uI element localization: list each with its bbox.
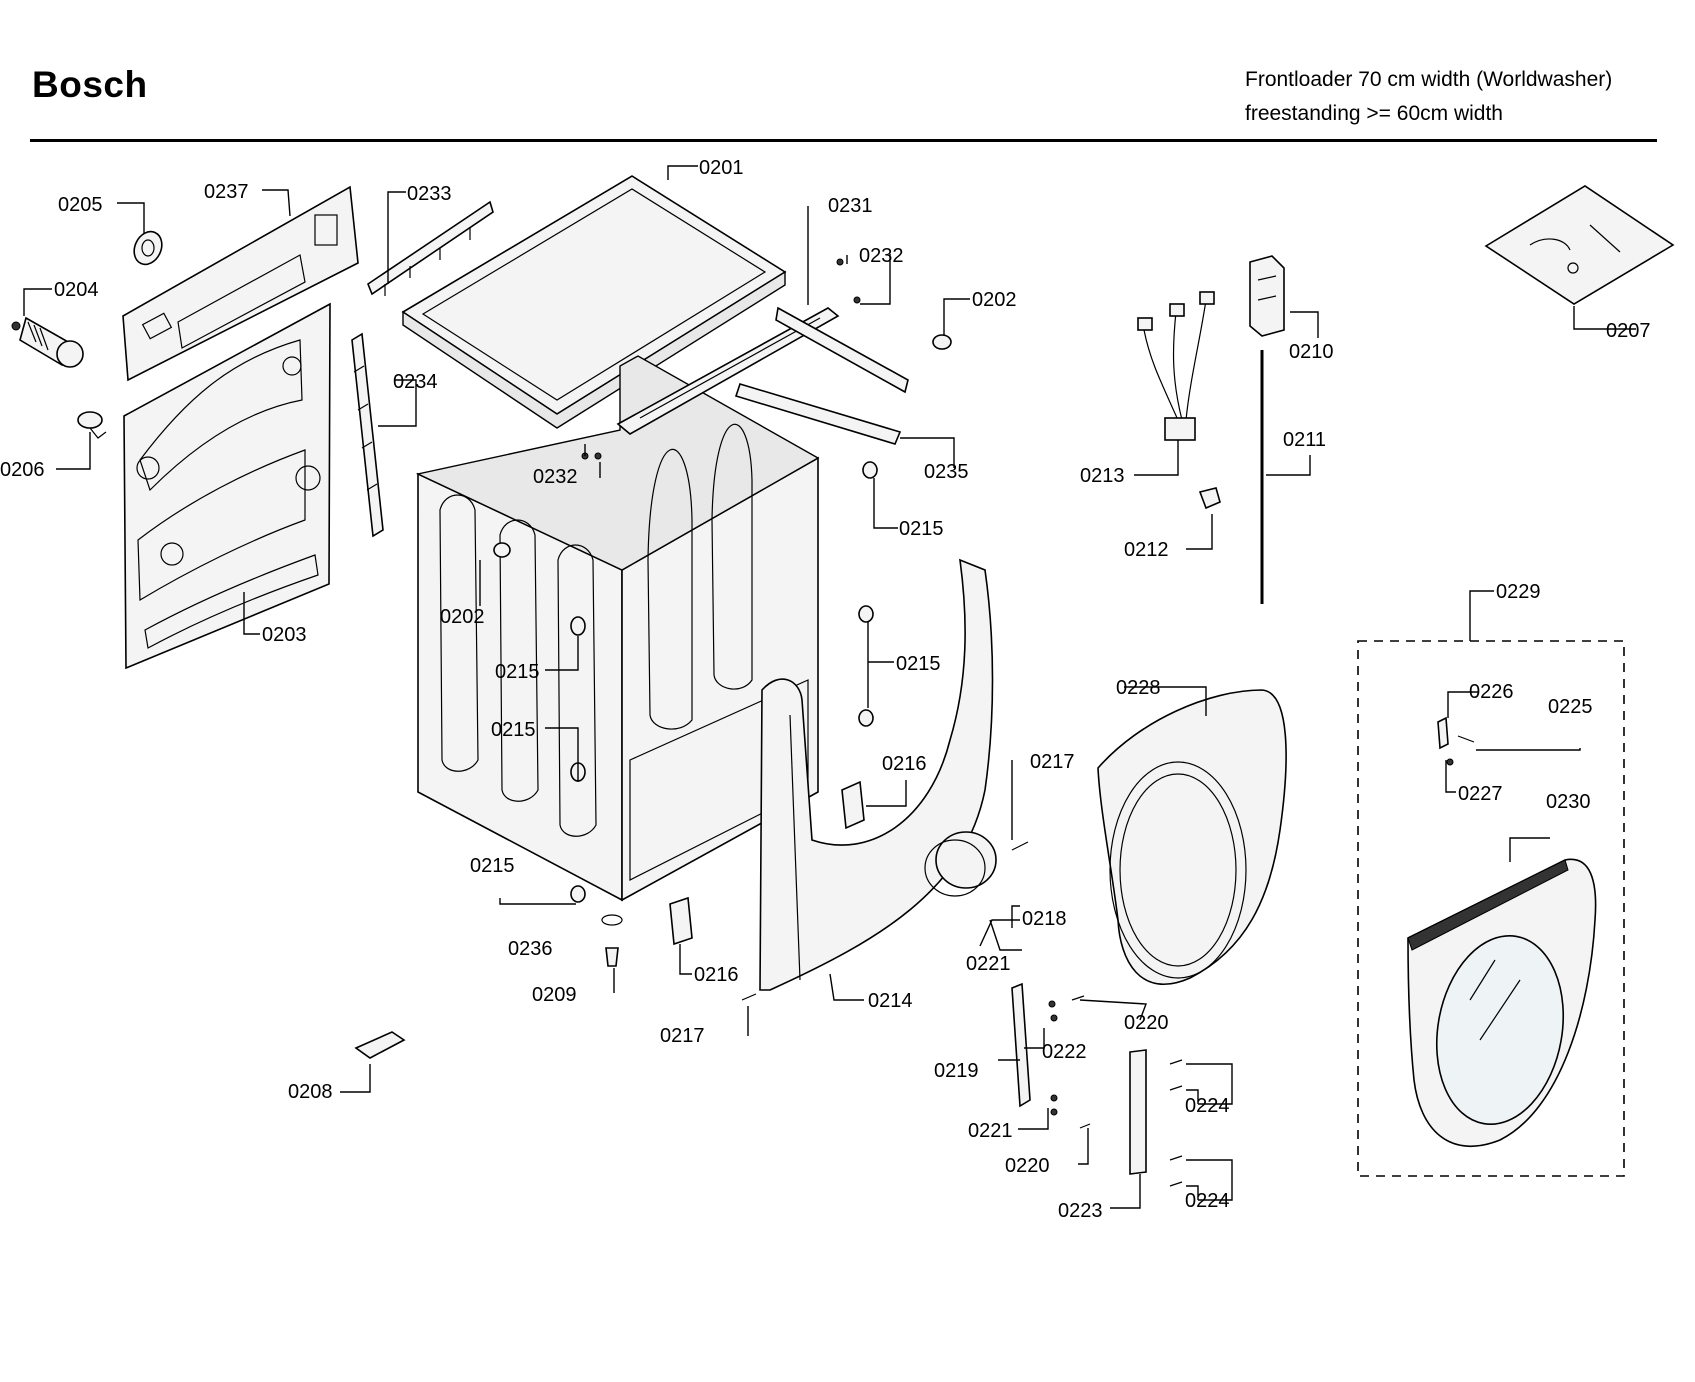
part-0217-a-label: 0217 [1030, 751, 1075, 773]
part-0202-b-label: 0202 [440, 606, 485, 628]
part-0230-label: 0230 [1546, 791, 1591, 813]
part-0232-b-label: 0232 [533, 466, 578, 488]
part-0220-a-label: 0220 [1124, 1012, 1169, 1034]
part-0227-label: 0227 [1458, 783, 1503, 805]
part-0228-label: 0228 [1116, 677, 1161, 699]
part-0236-label: 0236 [508, 938, 553, 960]
part-0212-label: 0212 [1124, 539, 1169, 561]
part-0209-label: 0209 [532, 984, 577, 1006]
door-drawing [1407, 858, 1597, 1148]
part-0215-c-label: 0215 [491, 719, 536, 741]
plate-drawing [354, 1031, 406, 1059]
part-0216-b-label: 0216 [694, 964, 739, 986]
part-0213-label: 0213 [1080, 465, 1125, 487]
part-0222-label: 0222 [1042, 1041, 1087, 1063]
part-0215-d-label: 0215 [896, 653, 941, 675]
part-0206-label: 0206 [0, 459, 45, 481]
part-0207-label: 0207 [1606, 320, 1651, 342]
part-0237-label: 0237 [204, 181, 249, 203]
bracket-0233-drawing [367, 200, 494, 296]
header-divider [30, 139, 1657, 142]
side-strip-drawing [351, 332, 384, 538]
switch-drawing [1249, 255, 1285, 337]
part-0202-a-label: 0202 [972, 289, 1017, 311]
part-0223-label: 0223 [1058, 1200, 1103, 1222]
part-0208-label: 0208 [288, 1081, 333, 1103]
clip-drawing [1198, 487, 1221, 510]
model-description-line-1: Frontloader 70 cm width (Worldwasher) [1245, 68, 1613, 91]
part-0215-a-label: 0215 [899, 518, 944, 540]
part-0219-label: 0219 [934, 1060, 979, 1082]
part-0229-label: 0229 [1496, 581, 1541, 603]
part-0211-label: 0211 [1283, 429, 1326, 451]
part-0220-b-label: 0220 [1005, 1155, 1050, 1177]
part-number-labels: 0201 0231 0205 0237 0233 0232 0202 0204 … [0, 157, 1651, 1222]
cover-plate-drawing [401, 175, 787, 429]
foot-drawing [77, 411, 107, 439]
part-0204-label: 0204 [54, 279, 99, 301]
part-0203-label: 0203 [262, 624, 307, 646]
door-assembly-dashed-box [1357, 640, 1625, 1177]
part-0233-label: 0233 [407, 183, 452, 205]
door-frame-ring-drawing [1097, 689, 1287, 985]
part-0215-e-label: 0215 [470, 855, 515, 877]
part-0221-a-label: 0221 [966, 953, 1011, 975]
part-0224-a-label: 0224 [1185, 1095, 1230, 1117]
part-0215-b-label: 0215 [495, 661, 540, 683]
part-0234-label: 0234 [393, 371, 438, 393]
leader-lines [23, 165, 1636, 1209]
pump-drawing [11, 316, 84, 368]
part-0232-a-label: 0232 [859, 245, 904, 267]
rear-top-panel-drawing [122, 185, 359, 382]
part-0225-label: 0225 [1548, 696, 1593, 718]
part-0210-label: 0210 [1289, 341, 1334, 363]
part-0231-label: 0231 [828, 195, 873, 217]
bracket-0216-drawings [669, 780, 865, 946]
model-description-line-2: freestanding >= 60cm width [1245, 102, 1503, 125]
cap-drawing [133, 230, 163, 266]
front-panel-drawing [759, 558, 997, 991]
part-0201-label: 0201 [699, 157, 744, 179]
cabinet-housing-drawing [415, 355, 820, 902]
part-0235-label: 0235 [924, 461, 969, 483]
part-0217-b-label: 0217 [660, 1025, 705, 1047]
part-0205-label: 0205 [58, 194, 103, 216]
part-0226-label: 0226 [1469, 681, 1514, 703]
part-0224-b-label: 0224 [1185, 1190, 1230, 1212]
wiring-harness-drawing [1137, 291, 1215, 441]
part-0218-label: 0218 [1022, 908, 1067, 930]
part-0214-label: 0214 [868, 990, 913, 1012]
rear-panel-drawing [123, 302, 331, 670]
rail-0231-drawing [616, 307, 840, 435]
part-0216-a-label: 0216 [882, 753, 927, 775]
accessory-bag-drawing [1484, 185, 1675, 305]
lock-strip-drawing [1129, 1049, 1147, 1175]
part-0221-b-label: 0221 [968, 1120, 1013, 1142]
rail-0235-drawing [734, 306, 909, 445]
brand-title: Bosch [32, 64, 148, 105]
hinge-drawing [1011, 982, 1031, 1108]
